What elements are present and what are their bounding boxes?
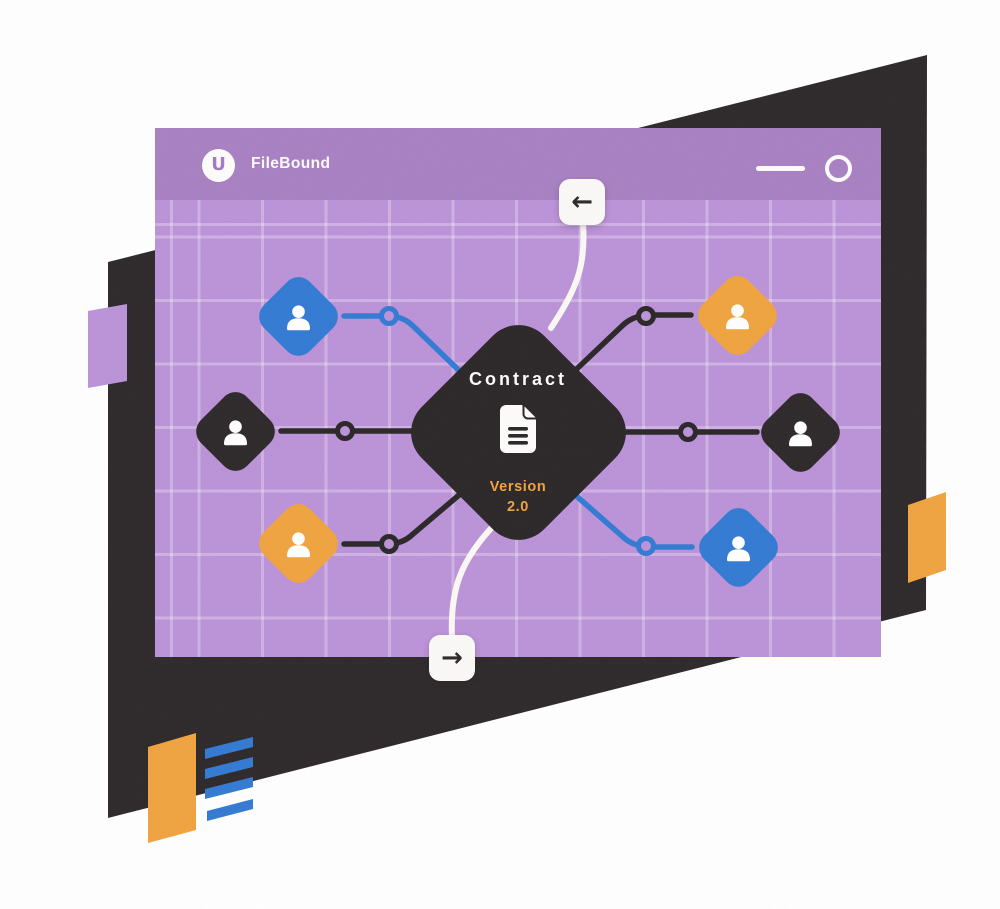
connector-ring-middle-left xyxy=(335,421,355,441)
contract-title: Contract xyxy=(468,369,567,389)
version-word: Version xyxy=(489,479,547,495)
connector-top-nav xyxy=(548,220,587,331)
purple-accent-shape-left xyxy=(88,304,127,388)
version-label: Version 2.0 xyxy=(490,477,547,517)
user-icon xyxy=(784,416,816,448)
connector-ring-top-right xyxy=(636,306,656,326)
user-icon xyxy=(282,300,314,332)
forward-arrow-button[interactable]: → xyxy=(429,635,475,681)
user-icon xyxy=(219,415,251,447)
connector-ring-top-left xyxy=(379,306,399,326)
contract-node-content: Contract Version 2.0 xyxy=(438,345,598,517)
app-window: U FileBound xyxy=(155,128,881,681)
back-arrow-button[interactable]: ← xyxy=(559,179,605,225)
connector-ring-bottom-right xyxy=(636,536,656,556)
connector-ring-bottom-left xyxy=(379,534,399,554)
left-arrow-icon: ← xyxy=(571,187,593,217)
connector-bottom-nav xyxy=(448,519,500,640)
user-icon xyxy=(282,527,314,559)
orange-accent-shape-bottom-left xyxy=(148,733,196,843)
user-icon xyxy=(721,299,753,331)
user-icon xyxy=(722,531,754,563)
document-icon xyxy=(499,405,537,453)
orange-accent-shape-right xyxy=(908,492,946,583)
version-number: 2.0 xyxy=(507,499,529,515)
blue-stripe-4 xyxy=(207,799,253,821)
connector-ring-middle-right xyxy=(678,422,698,442)
right-arrow-icon: → xyxy=(441,643,463,673)
